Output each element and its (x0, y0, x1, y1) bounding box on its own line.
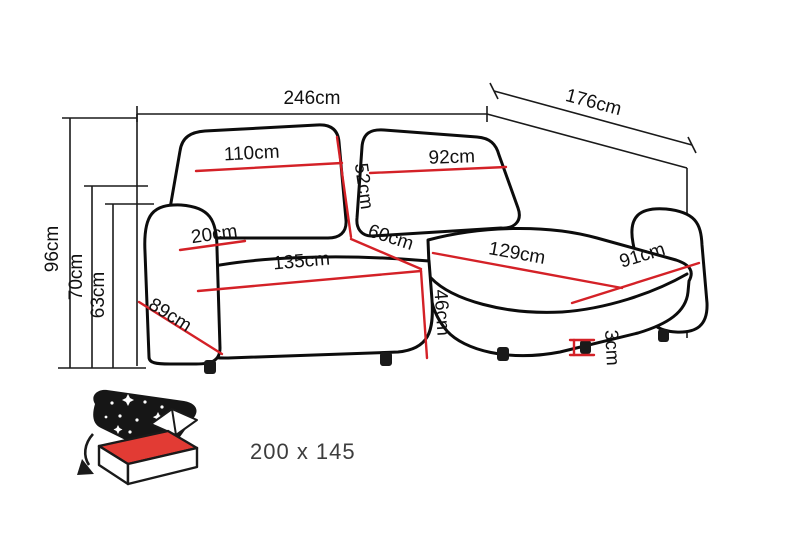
seat-back-height-label: 63cm (88, 272, 109, 318)
backrest-left-width-line (194, 161, 344, 173)
mattress-side-front (126, 446, 199, 486)
sleeping-area-size-label: 200 x 145 (250, 439, 356, 464)
seat-height-line (419, 269, 429, 360)
backrest-right-width-line (368, 165, 508, 175)
sofa-leg (380, 352, 392, 366)
star-dot (135, 418, 139, 422)
sofa-dimension-lines (137, 135, 701, 360)
star-dot (104, 415, 108, 419)
overall-depth-label: 176cm (563, 85, 624, 120)
chaise-front-seam (429, 272, 689, 314)
fold-out-arrow-icon (77, 433, 94, 475)
backrest-right-width-label: 92cm (428, 146, 475, 169)
mattress (97, 429, 199, 486)
chaise-body (426, 227, 693, 358)
backrest-left-width-label: 110cm (223, 142, 280, 166)
overall-depth-tick-far (687, 136, 697, 154)
star-dot (118, 414, 122, 418)
seat-width-line (196, 269, 423, 293)
sofa-leg (580, 340, 591, 354)
armrest-left (143, 203, 222, 366)
overall-width-label: 246cm (283, 88, 340, 109)
duvet-crease (171, 408, 177, 436)
sofa-leg (658, 329, 669, 342)
box-back-right-edge (486, 113, 688, 169)
star-icon (113, 425, 123, 434)
overall-depth-dimension-line (493, 90, 693, 146)
star-dot (110, 401, 114, 405)
armrest-width-line (178, 239, 247, 252)
overall-height-label: 96cm (42, 226, 63, 272)
star-dot (160, 405, 164, 409)
sofa-legs (204, 329, 669, 374)
sleeping-function-icon (77, 389, 199, 486)
star-icon (152, 412, 164, 423)
seat-height-label: 46cm (429, 289, 453, 337)
overall-depth-tick-near (489, 82, 499, 100)
bounding-dimension-lines (58, 82, 697, 369)
sofa-leg (497, 347, 509, 361)
arrow-curve (83, 433, 94, 466)
chaise-width-line (570, 261, 701, 305)
armrest-height-label: 70cm (66, 254, 87, 300)
sofa-leg (204, 360, 216, 374)
star-dot (128, 430, 132, 434)
side-depth-line (137, 300, 224, 356)
arrow-head (77, 459, 94, 475)
sofa-illustration (143, 123, 709, 366)
star-icon (122, 394, 134, 406)
sleeping-area-size-value: 200 x 145 (250, 439, 356, 464)
star-dot (143, 400, 147, 404)
backrest-height-line (335, 135, 353, 239)
seat-width-label: 135cm (272, 249, 331, 275)
leg-height-label: 3cm (600, 329, 623, 366)
seat-depth-line (349, 237, 423, 271)
chaise-length-line (431, 251, 624, 290)
backrest-cushion-right (355, 128, 521, 238)
